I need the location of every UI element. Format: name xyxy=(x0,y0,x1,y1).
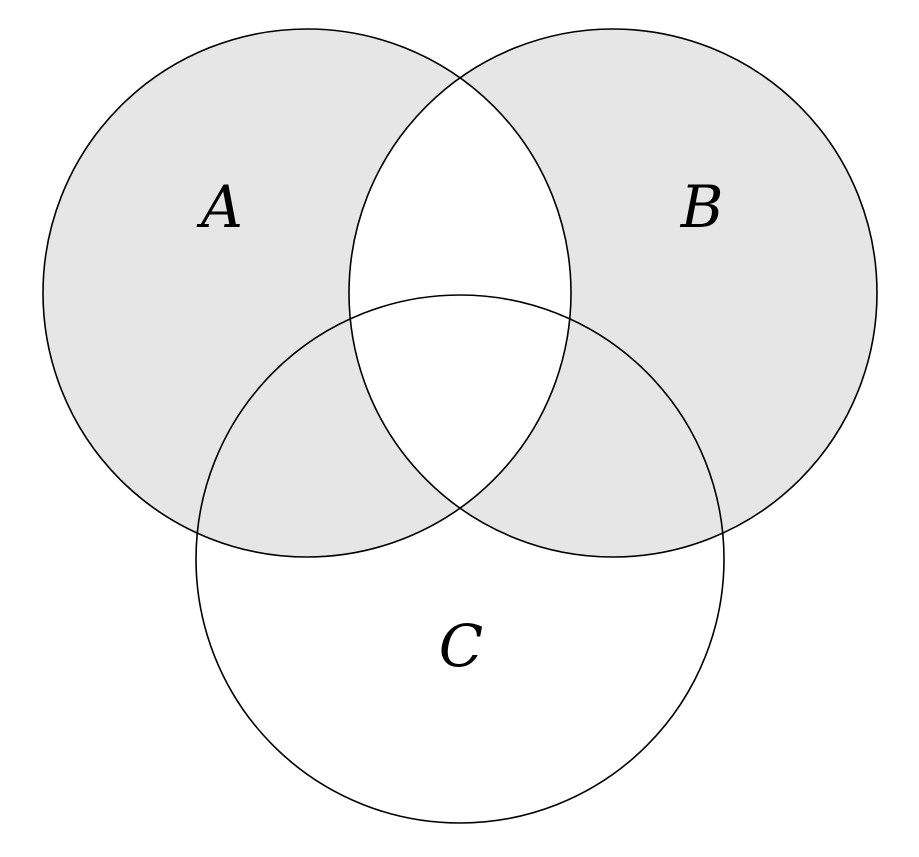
intersection-ab-unshaded-region xyxy=(349,29,571,557)
set-b-label: B xyxy=(680,173,724,241)
circle-c-outline xyxy=(195,294,725,824)
circle-a-outline xyxy=(42,28,572,558)
circle-b-outline xyxy=(348,28,878,558)
set-a-label: A xyxy=(196,173,243,241)
set-c-label: C xyxy=(439,612,483,680)
